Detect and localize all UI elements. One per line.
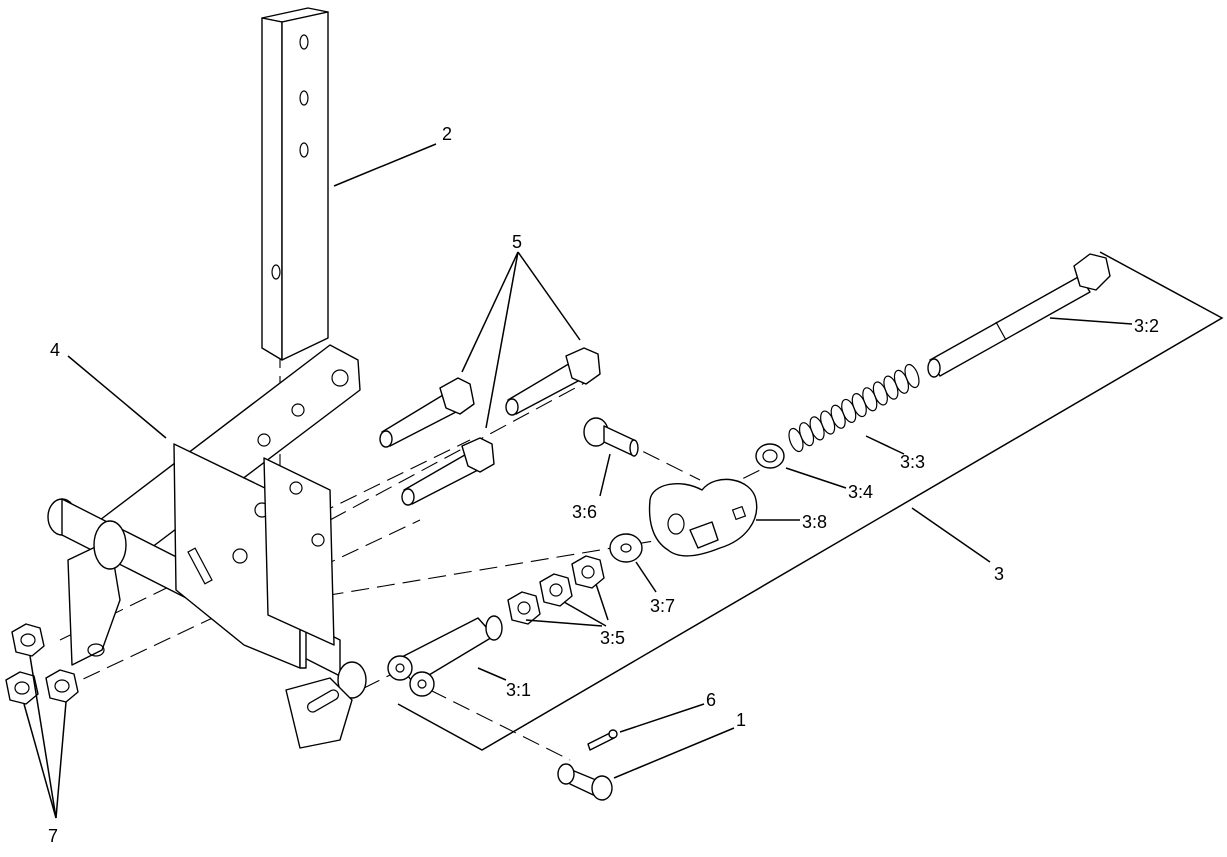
part-3-3-spring [788,363,920,453]
part-5-bolts [379,347,601,506]
bolt-a [379,377,475,448]
part-2-square-tube [261,7,329,361]
callout-labels: 2 4 5 3:2 3:3 3:4 3:8 3:6 3:7 3:5 3:1 6 … [48,124,1159,846]
callout-6: 6 [706,690,716,710]
callout-3: 3 [994,564,1004,584]
callout-3-8: 3:8 [802,512,827,532]
part-3-8-cam [648,478,758,557]
part-3-7-washer [609,533,643,563]
callout-3-6: 3:6 [572,502,597,522]
callout-3-5: 3:5 [600,628,625,648]
part-4-bracket [47,344,367,749]
part-3-5-nuts [507,555,605,625]
callout-3-2: 3:2 [1134,316,1159,336]
bolt-c [401,437,495,506]
callout-1: 1 [736,710,746,730]
leader-lines [23,143,1224,819]
callout-4: 4 [50,340,60,360]
part-6-cotter-pin [587,729,618,751]
callout-7: 7 [48,826,58,846]
part-3-1-clevis [387,615,503,697]
spring-coil [904,363,920,389]
callout-3-7: 3:7 [650,596,675,616]
part-3-6-carriage-bolt [583,417,639,457]
bolt-b [505,347,601,416]
callout-3-3: 3:3 [900,452,925,472]
callout-3-4: 3:4 [848,482,873,502]
callout-3-1: 3:1 [506,680,531,700]
part-3-2-long-bolt [927,253,1111,378]
part-7-nuts [5,623,79,705]
part-3-4-spring-cup [755,443,785,469]
callout-5: 5 [512,232,522,252]
part-1-clevis-pin [557,763,613,801]
callout-2: 2 [442,124,452,144]
